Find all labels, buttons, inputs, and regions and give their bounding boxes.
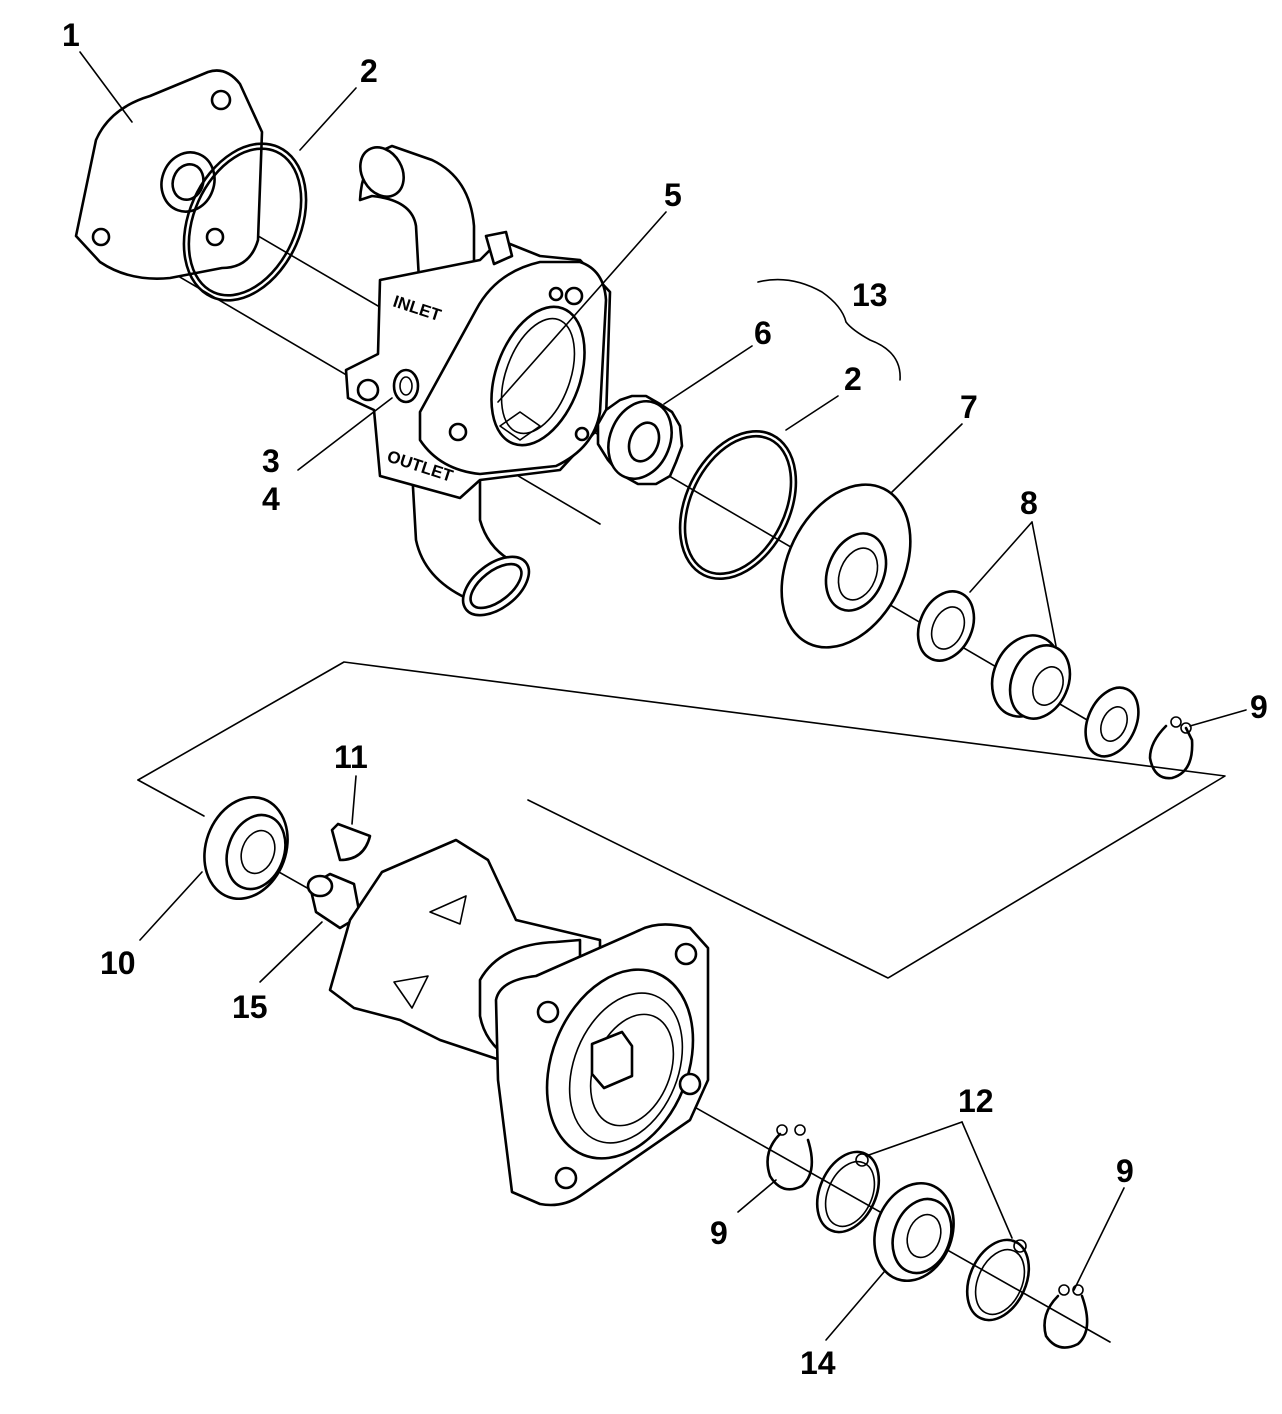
callout-10: 10 — [100, 945, 136, 981]
retaining-ring-lower-left — [766, 1124, 814, 1191]
impeller — [596, 394, 684, 486]
callout-6: 6 — [754, 315, 772, 351]
retaining-ring-upper — [1148, 716, 1194, 780]
callout-2-middle: 2 — [844, 361, 862, 397]
callout-9-left: 9 — [710, 1215, 728, 1251]
callout-1: 1 — [62, 17, 80, 53]
retaining-ring-lower-right — [1043, 1284, 1089, 1349]
washer — [1084, 686, 1140, 758]
callout-15: 15 — [232, 989, 268, 1025]
internal-ring-right — [965, 1238, 1031, 1322]
callout-7: 7 — [960, 389, 978, 425]
o-ring-upper — [182, 142, 308, 302]
callout-12: 12 — [958, 1083, 994, 1119]
callout-numbers: 1 2 5 13 6 2 7 3 4 8 9 11 10 15 12 9 9 1… — [62, 17, 1268, 1381]
bearing-right — [873, 1181, 955, 1283]
bearing-housing — [306, 838, 710, 1207]
brace-13 — [757, 278, 901, 381]
wear-plate — [780, 483, 912, 649]
grouping-outline — [137, 661, 1226, 979]
pump-housing: INLET OUTLET — [344, 144, 612, 617]
internal-ring-left — [815, 1150, 881, 1234]
callout-8: 8 — [1020, 485, 1038, 521]
callout-9-right: 9 — [1116, 1153, 1134, 1189]
callout-5: 5 — [664, 177, 682, 213]
seal-assembly — [916, 590, 1072, 720]
end-cover-plate — [74, 69, 264, 280]
bearing-left — [203, 795, 289, 901]
callout-9-upper: 9 — [1250, 689, 1268, 725]
callout-13: 13 — [852, 277, 888, 313]
o-ring-middle — [678, 429, 798, 581]
callout-2-upper: 2 — [360, 53, 378, 89]
callout-14: 14 — [800, 1345, 836, 1381]
callout-4: 4 — [262, 481, 280, 517]
leader-lines — [79, 51, 1247, 1341]
callout-3: 3 — [262, 443, 280, 479]
callout-11: 11 — [334, 739, 368, 775]
woodruff-key — [330, 822, 372, 862]
